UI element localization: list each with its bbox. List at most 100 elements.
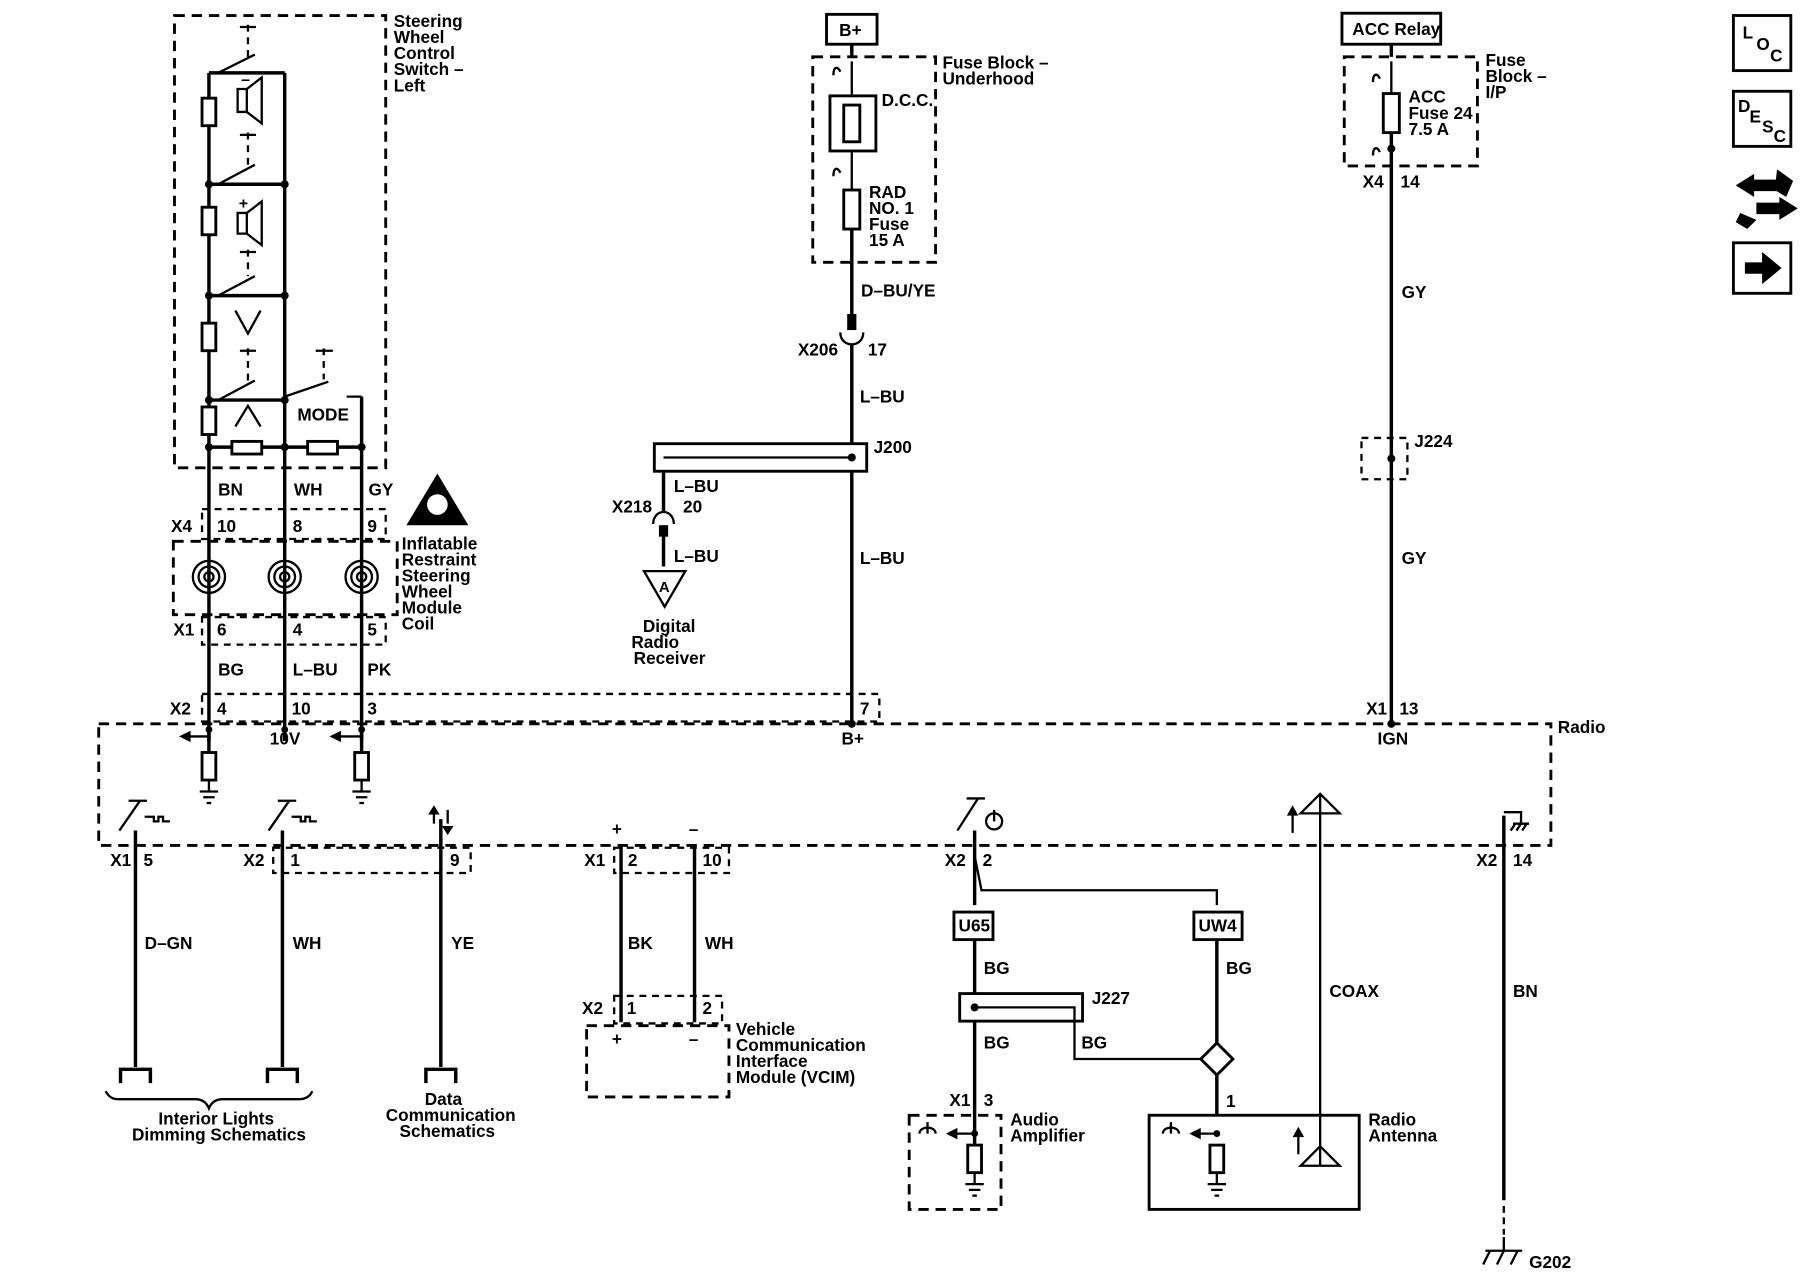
radio-module — [97, 722, 1553, 847]
svg-text:14: 14 — [1401, 172, 1421, 192]
svg-text:+: + — [612, 819, 622, 839]
svg-text:Vehicle Communication: Vehicle Communication Interface Module (… — [736, 1019, 871, 1087]
svg-text:L–BU: L–BU — [674, 546, 719, 566]
svg-text:BG: BG — [1081, 1033, 1107, 1053]
svg-text:14: 14 — [1513, 850, 1533, 870]
chevron-down-icon — [234, 309, 262, 336]
svg-text:Data Communication: Data Communication Schematics — [386, 1089, 521, 1141]
svg-text:GY: GY — [1402, 282, 1427, 302]
svg-text:Fuse Block – I/P: Fuse Block – I/P — [1485, 50, 1551, 102]
svg-text:X1: X1 — [110, 850, 131, 870]
svg-text:1: 1 — [627, 998, 637, 1018]
svg-text:BG: BG — [984, 958, 1010, 978]
svg-text:6: 6 — [217, 619, 227, 639]
svg-text:WH: WH — [293, 933, 322, 953]
svg-text:WH: WH — [294, 479, 323, 499]
chevron-up-icon — [234, 403, 262, 428]
svg-text:BG: BG — [1226, 958, 1252, 978]
svg-text:X1: X1 — [949, 1090, 970, 1110]
svg-text:2: 2 — [703, 998, 713, 1018]
svg-text:13: 13 — [1399, 699, 1418, 719]
svg-text:C: C — [1774, 126, 1786, 146]
svg-text:X2: X2 — [1476, 850, 1497, 870]
steering-switch-label: Steering Wheel Control Switch – Left — [394, 11, 469, 95]
svg-text:RAD NO. 1 Fuse: RAD NO. 1 Fuse 15 A — [869, 182, 919, 250]
svg-text:GY: GY — [368, 479, 393, 499]
svg-text:Digital Radio Rece: Digital Radio Receiver — [631, 616, 705, 668]
svg-text:X1: X1 — [1366, 699, 1387, 719]
svg-text:X1: X1 — [173, 619, 194, 639]
b-plus-circuit: B+ Fuse Block – Underhood D.C.C. RAD NO.… — [612, 12, 1053, 728]
svg-text:Audio Amplifier: Audio Amplifier — [1010, 1110, 1085, 1146]
svg-text:5: 5 — [143, 850, 153, 870]
svg-text:J224: J224 — [1414, 431, 1453, 451]
svg-text:5: 5 — [367, 619, 377, 639]
svg-text:L–BU: L–BU — [860, 386, 905, 406]
svg-text:X2: X2 — [170, 699, 191, 719]
svg-text:X2: X2 — [945, 850, 966, 870]
next-arrow-icon[interactable] — [1731, 241, 1793, 295]
svg-text:COAX: COAX — [1329, 981, 1379, 1001]
svg-text:D–GN: D–GN — [145, 933, 193, 953]
svg-text:BG: BG — [984, 1033, 1010, 1053]
power-icon — [984, 809, 1004, 831]
svg-text:X206: X206 — [798, 339, 838, 359]
svg-text:BN: BN — [1513, 981, 1538, 1001]
svg-text:1: 1 — [290, 850, 300, 870]
steering-wheel-control-switch: Steering Wheel Control Switch – Left MOD… — [173, 11, 469, 470]
svg-text:X4: X4 — [171, 516, 192, 536]
radio-lower-circuits: X1 5 X2 1 D–GN WH Interior Lights Dimmin… — [104, 792, 1571, 1272]
svg-text:+: + — [612, 1029, 622, 1049]
svg-text:4: 4 — [293, 619, 303, 639]
svg-text:E: E — [1749, 106, 1760, 126]
swap-arrows-icon[interactable] — [1735, 169, 1798, 230]
svg-text:ACC Fuse 24 7.5 A: ACC Fuse 24 7.5 A — [1409, 87, 1478, 139]
clockspring-coil: BN WH GY X4 10 8 9 Inflatable Restraint … — [171, 447, 482, 742]
svg-text:2: 2 — [983, 850, 993, 870]
svg-text:3: 3 — [984, 1090, 994, 1110]
svg-text:–: – — [689, 1029, 699, 1049]
svg-text:G202: G202 — [1529, 1252, 1571, 1272]
svg-text:O: O — [1756, 34, 1769, 54]
svg-text:J227: J227 — [1092, 988, 1130, 1008]
u65-box: U65 — [959, 916, 991, 936]
svg-text:A: A — [659, 579, 670, 596]
svg-text:PK: PK — [367, 660, 391, 680]
svg-text:Fuse Block – Underhood: Fuse Block – Underhood — [942, 52, 1053, 88]
svg-text:L: L — [1743, 22, 1754, 42]
svg-text:X218: X218 — [612, 497, 653, 517]
radio-antenna — [1147, 1113, 1361, 1211]
radio-inputs — [179, 726, 371, 805]
svg-text:20: 20 — [683, 497, 702, 517]
svg-text:X4: X4 — [1363, 172, 1384, 192]
mode-label: MODE — [297, 405, 349, 425]
svg-text:D: D — [1738, 96, 1750, 116]
svg-text:10: 10 — [292, 699, 311, 719]
desc-button[interactable]: D E S C — [1731, 89, 1793, 148]
svg-text:–: – — [689, 819, 699, 839]
svg-text:17: 17 — [868, 339, 887, 359]
svg-text:D–BU/YE: D–BU/YE — [861, 281, 936, 301]
svg-text:BG: BG — [218, 660, 244, 680]
loc-button[interactable]: L O C — [1731, 14, 1793, 73]
svg-text:L–BU: L–BU — [860, 548, 905, 568]
audio-amplifier — [907, 1113, 1003, 1211]
svg-text:L–BU: L–BU — [293, 660, 338, 680]
svg-text:9: 9 — [450, 850, 460, 870]
svg-text:–: – — [241, 70, 250, 88]
ground-icon — [1482, 1236, 1523, 1266]
acc-relay-box: ACC Relay — [1352, 19, 1440, 39]
speaker-plus-icon: + — [236, 194, 263, 248]
b-plus-box: B+ — [839, 20, 861, 40]
svg-text:X2: X2 — [582, 998, 603, 1018]
antenna-icon — [1286, 792, 1343, 1167]
coil-label: Inflatable Restraint Steering Wheel Modu… — [402, 533, 482, 633]
svg-text:WH: WH — [705, 933, 734, 953]
radio-label: Radio — [1558, 717, 1606, 737]
svg-text:YE: YE — [451, 933, 474, 953]
svg-text:BN: BN — [218, 479, 243, 499]
svg-text:Interior Lights Dimming: Interior Lights Dimming Schematics — [132, 1108, 306, 1144]
svg-text:D.C.C.: D.C.C. — [882, 90, 934, 110]
nav-icons: L O C D E S C — [1731, 14, 1798, 295]
